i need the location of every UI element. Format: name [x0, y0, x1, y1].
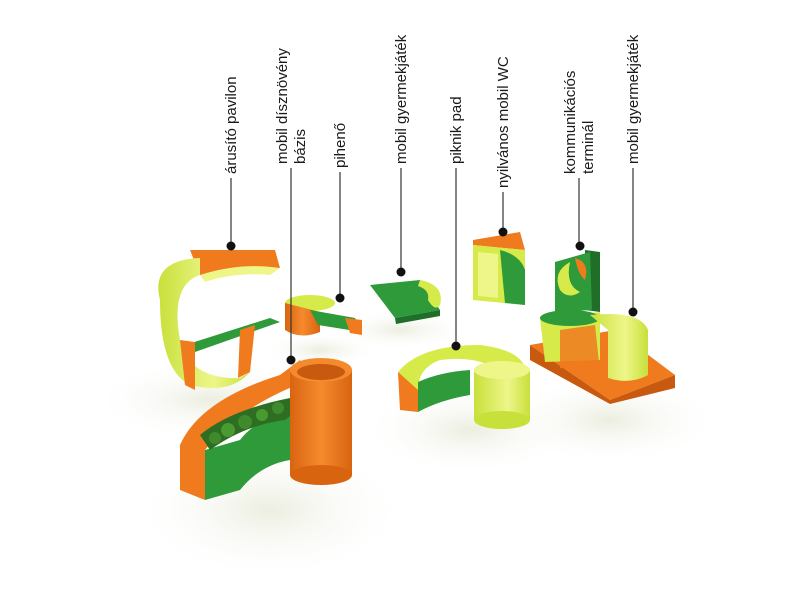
dot-arusito-pavilon	[226, 241, 236, 251]
label-arusito-pavilon: árusító pavilon	[223, 76, 240, 174]
callout-labels: árusító pavilon mobil dísznövény bázis p…	[223, 34, 642, 188]
dot-piknik-pad	[451, 341, 461, 351]
piheno-object	[285, 295, 362, 336]
dot-nyilvanos-wc	[498, 227, 508, 237]
nyilvanos-mobil-wc-object	[473, 232, 525, 305]
label-mobil-gyermekjatek-right: mobil gyermekjáték	[625, 34, 642, 164]
label-mobil-disznoveny-line2: bázis	[292, 129, 309, 164]
label-nyilvanos-wc: nyilvános mobil WC	[495, 56, 512, 188]
label-mobil-gyermekjatek-top: mobil gyermekjáték	[393, 34, 410, 164]
mobil-gyermekjatek-right-object	[530, 310, 675, 404]
label-kommunikacios-line1: kommunikációs	[562, 71, 579, 174]
piknik-pad-object	[398, 345, 530, 429]
arusito-pavilon-object	[158, 250, 280, 390]
kommunikacios-terminal-object	[555, 250, 600, 312]
dot-piheno	[335, 293, 345, 303]
label-mobil-disznoveny-line1: mobil dísznövény	[274, 48, 291, 164]
mobil-disznoveny-bazis-object	[180, 358, 352, 500]
dot-kommunikacios	[575, 241, 585, 251]
label-piknik-pad: piknik pad	[448, 96, 465, 164]
label-kommunikacios-line2: terminál	[580, 121, 597, 174]
callout-leaders	[226, 168, 638, 365]
dot-mobil-gyermekjatek-top	[396, 267, 406, 277]
dot-mobil-gyermekjatek-right	[628, 307, 638, 317]
mobil-gyermekjatek-top-object	[370, 280, 441, 324]
dot-mobil-disznoveny	[286, 355, 296, 365]
label-piheno: pihenő	[332, 123, 349, 168]
